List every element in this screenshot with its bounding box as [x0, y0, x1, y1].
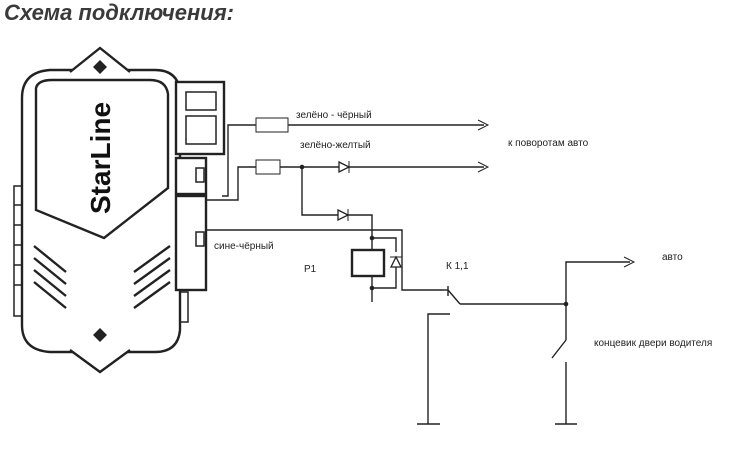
alarm-unit: StarLine [13, 46, 226, 374]
diode-1 [338, 160, 351, 174]
fuse-2 [255, 159, 281, 175]
label-relay: Р1 [304, 264, 317, 275]
relay-contact-k11 [417, 286, 566, 425]
top-mount-hole [93, 60, 107, 74]
label-auto: авто [662, 252, 683, 263]
unit-grille-left [33, 245, 67, 309]
label-wire-green-black: зелёно - чёрный [296, 110, 372, 121]
door-switch [551, 256, 636, 425]
label-to-turn-signals: к поворотам авто [508, 138, 589, 149]
unit-face-shield [34, 78, 170, 240]
arrow-auto [623, 256, 636, 268]
relay-coil [350, 248, 386, 278]
wire-green-yellow [206, 159, 490, 201]
relay-p1 [350, 235, 403, 302]
fuse-1 [255, 117, 289, 133]
arrow-turn-signals-1 [477, 119, 490, 131]
bottom-mount-hole [93, 328, 107, 342]
diode-2 [337, 208, 350, 222]
branch-to-relay [301, 167, 373, 238]
label-door-switch: концевик двери водителя [594, 338, 712, 349]
flyback-diode [389, 255, 403, 268]
unit-connectors [174, 80, 226, 323]
page-title: Схема подключения: [4, 0, 235, 25]
bottom-mount-ear [69, 349, 131, 374]
label-contact: К 1,1 [446, 261, 469, 272]
label-wire-blue-black: сине-чёрный [214, 241, 274, 252]
unit-grille-right [133, 245, 171, 309]
wire-blue-black [206, 229, 444, 291]
wire-green-black [222, 117, 490, 197]
label-wire-green-yellow: зелёно-желтый [300, 140, 371, 151]
brand-logo: StarLine [85, 102, 116, 214]
arrow-turn-signals-2 [477, 161, 490, 173]
